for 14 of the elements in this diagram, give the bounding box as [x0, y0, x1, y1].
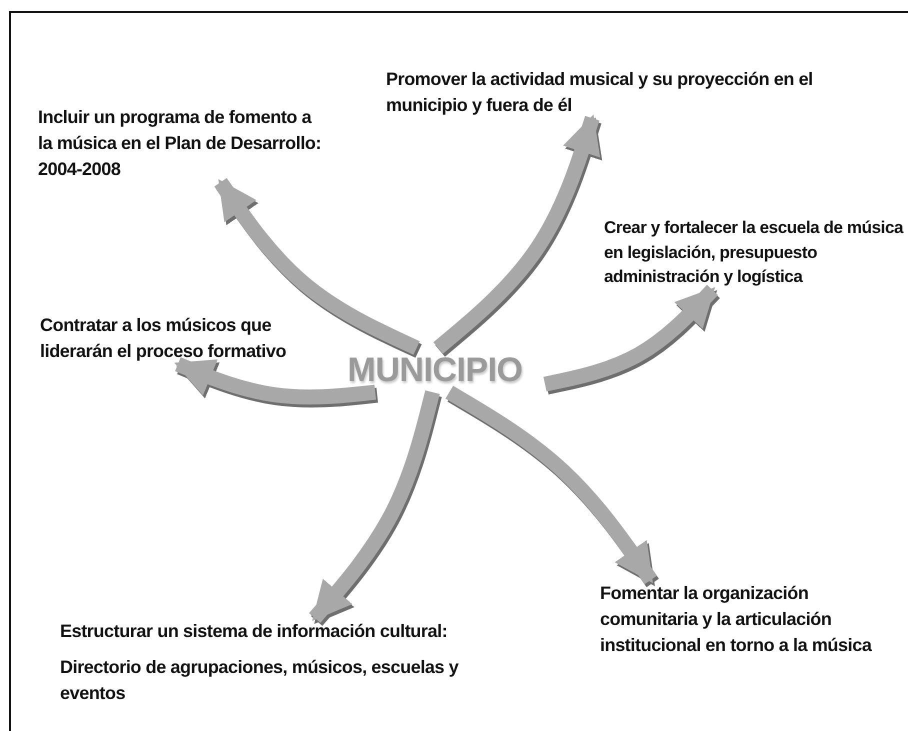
goal-text: Contratar a los músicos que liderarán el proceso formativo [40, 314, 288, 364]
curved-arrow [445, 386, 657, 584]
goal-text: Crear y fortalecer la escuela de música en legislación, presupuesto administración y logística [604, 217, 904, 288]
curved-arrow [433, 114, 600, 354]
goal-text: Fomentar la organización comunitaria y la articulación institucional en torno a la música [600, 582, 873, 658]
curved-arrow [543, 284, 718, 392]
goal-text: Estructurar un sistema de información cultural: [60, 620, 448, 643]
curved-arrow [214, 178, 420, 355]
goal-text: Incluir un programa de fomento a la música en el Plan de Desarrollo: 2004-2008 [38, 106, 322, 182]
curved-arrow [309, 390, 440, 623]
goal-text: Promover la actividad musical y su proyección en el municipio y fuera de él [386, 68, 814, 118]
center-title: MUNICIPIO [346, 350, 524, 391]
curved-arrow [174, 357, 376, 404]
goal-text: Directorio de agrupaciones, músicos, escuelas y eventos [60, 656, 460, 706]
